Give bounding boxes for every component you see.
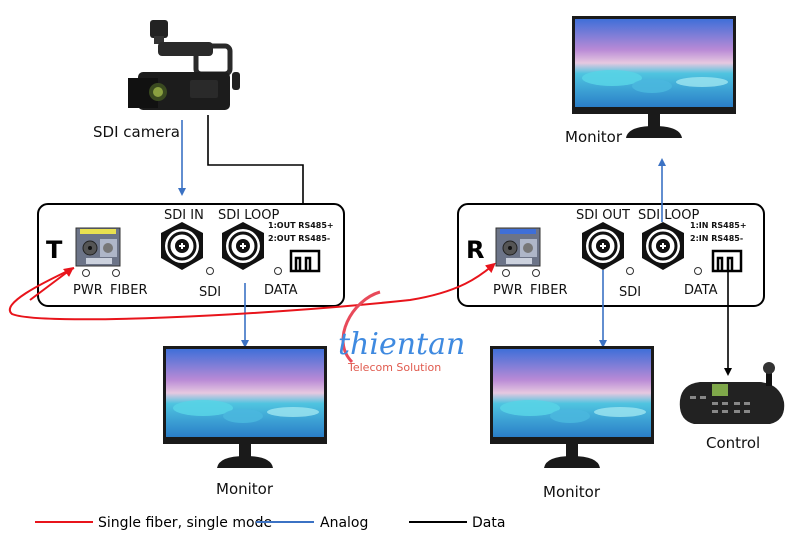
transmitter-tag: T <box>46 236 63 264</box>
sdi-led <box>206 267 214 275</box>
logo-tagline: Telecom Solution <box>347 361 441 374</box>
legend-label-fiber: Single fiber, single mode <box>98 515 272 531</box>
rs485-terminal-block-icon[interactable] <box>711 249 743 273</box>
sfp-fiber-port-icon[interactable] <box>75 227 121 267</box>
monitor-bottom-left <box>163 346 327 468</box>
sdi-led-label: SDI <box>619 285 641 300</box>
sdi-loop-label: SDI LOOP <box>218 208 279 223</box>
video-camera-icon <box>128 20 240 110</box>
sdi-in-bnc-connector-icon[interactable] <box>161 222 203 270</box>
pwr-label: PWR <box>73 283 103 298</box>
camera-label: SDI camera <box>93 123 180 141</box>
sdi-led-label: SDI <box>199 285 221 300</box>
transmitter-unit: T PWR FIBER SDI IN SDI LOOP <box>37 203 345 307</box>
receiver-tag: R <box>466 236 484 264</box>
ptz-keyboard-controller-icon <box>679 362 785 424</box>
sdi-out-bnc-connector-icon[interactable] <box>582 222 624 270</box>
legend-label-analog: Analog <box>320 515 368 531</box>
data-pin-2-label: 2:IN RS485- <box>690 234 743 243</box>
data-led-label: DATA <box>684 283 718 298</box>
sdi-out-label: SDI OUT <box>576 208 630 223</box>
legend: Single fiber, single mode Analog Data <box>35 515 505 531</box>
pwr-led <box>502 269 510 277</box>
sdi-loop-label: SDI LOOP <box>638 208 699 223</box>
sfp-fiber-port-icon[interactable] <box>495 227 541 267</box>
data-pin-1-label: 1:OUT RS485+ <box>268 221 334 230</box>
fiber-label: FIBER <box>110 283 147 298</box>
monitor-top-right <box>572 16 736 138</box>
monitor-bottom-left-label: Monitor <box>216 480 274 498</box>
receiver-unit: R PWR FIBER SDI OUT SDI LOOP <box>457 203 765 307</box>
fiber-led <box>112 269 120 277</box>
sdi-in-label: SDI IN <box>164 208 204 223</box>
controller-label: Control <box>706 434 760 452</box>
pwr-led <box>82 269 90 277</box>
rs485-terminal-block-icon[interactable] <box>289 249 321 273</box>
data-pin-1-label: 1:IN RS485+ <box>690 221 747 230</box>
data-led <box>694 267 702 275</box>
fiber-label: FIBER <box>530 283 567 298</box>
data-led-label: DATA <box>264 283 298 298</box>
data-pin-2-label: 2:OUT RS485- <box>268 234 330 243</box>
monitor-bottom-middle <box>490 346 654 468</box>
sdi-camera: SDI camera <box>93 20 240 141</box>
sdi-led <box>626 267 634 275</box>
data-link-camera-to-transmitter <box>207 115 304 212</box>
pwr-label: PWR <box>493 283 523 298</box>
legend-label-data: Data <box>472 515 505 531</box>
thientan-logo: thientan Telecom Solution <box>338 290 465 374</box>
fiber-link-tx-end <box>29 267 74 301</box>
logo-name: thientan <box>338 327 465 362</box>
sdi-loop-bnc-connector-icon[interactable] <box>642 222 684 270</box>
sdi-loop-bnc-connector-icon[interactable] <box>222 222 264 270</box>
monitor-bottom-middle-label: Monitor <box>543 483 601 501</box>
fiber-link <box>8 262 496 321</box>
fiber-led <box>532 269 540 277</box>
data-led <box>274 267 282 275</box>
monitor-top-right-label: Monitor <box>565 128 623 146</box>
